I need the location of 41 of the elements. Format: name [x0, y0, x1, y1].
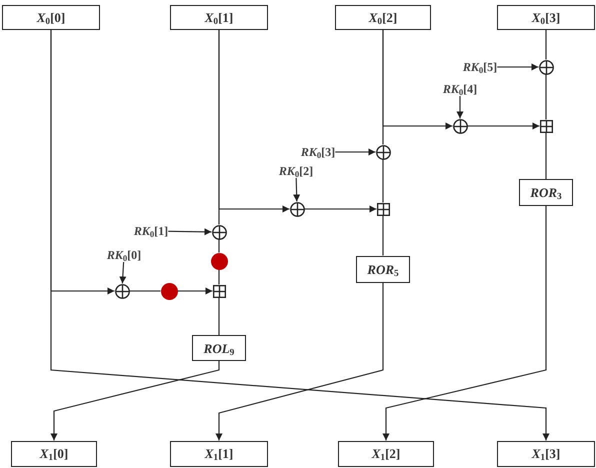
- round-key-label: RK$_{0}$[4]: [442, 82, 478, 96]
- input-word-box: X$_{0}$[3]: [497, 5, 595, 30]
- connector-line: [382, 160, 384, 202]
- output-word-box: X$_{1}$[3]: [497, 440, 595, 466]
- connector-line: [218, 240, 220, 252]
- arrow: [50, 361, 220, 440]
- round-key-label: RK$_{0}$[5]: [462, 60, 498, 74]
- arrow: [216, 282, 384, 440]
- arrow: [497, 64, 538, 70]
- output-word-box: X$_{1}$[2]: [338, 440, 434, 466]
- arrow: [293, 178, 300, 202]
- connector-line: [218, 270, 220, 284]
- connector-line: [130, 290, 160, 292]
- arrow: [456, 96, 464, 118]
- rotation-box: ROL$_{9}$: [192, 335, 246, 361]
- connector-line: [218, 30, 220, 224]
- arrow: [468, 122, 540, 130]
- connector-line: [382, 30, 384, 144]
- output-word-box: X$_{1}$[1]: [170, 440, 268, 466]
- round-key-label: RK$_{0}$[2]: [278, 164, 314, 178]
- input-word-box: X$_{0}$[2]: [335, 5, 431, 30]
- arrow: [50, 30, 550, 440]
- connector-line: [382, 216, 384, 256]
- connector-line: [545, 30, 547, 60]
- arrow: [382, 206, 547, 440]
- arrow: [168, 228, 212, 236]
- arrow: [178, 288, 212, 294]
- connector-line: [545, 132, 547, 179]
- output-word-box: X$_{1}$[0]: [11, 440, 97, 466]
- input-word-box: X$_{0}$[1]: [170, 5, 268, 30]
- round-key-label: RK$_{0}$[0]: [106, 248, 142, 262]
- round-key-label: RK$_{0}$[1]: [134, 224, 168, 238]
- arrow: [335, 148, 376, 156]
- arrow: [119, 262, 126, 284]
- input-word-box: X$_{0}$[0]: [2, 5, 100, 30]
- connector-line: [545, 74, 547, 120]
- connector-line: [218, 298, 220, 335]
- rotation-box: ROR$_{3}$: [519, 179, 573, 206]
- round-key-label: RK$_{0}$[3]: [300, 145, 336, 159]
- arrow: [304, 206, 376, 212]
- rotation-box: ROR$_{5}$: [356, 256, 410, 282]
